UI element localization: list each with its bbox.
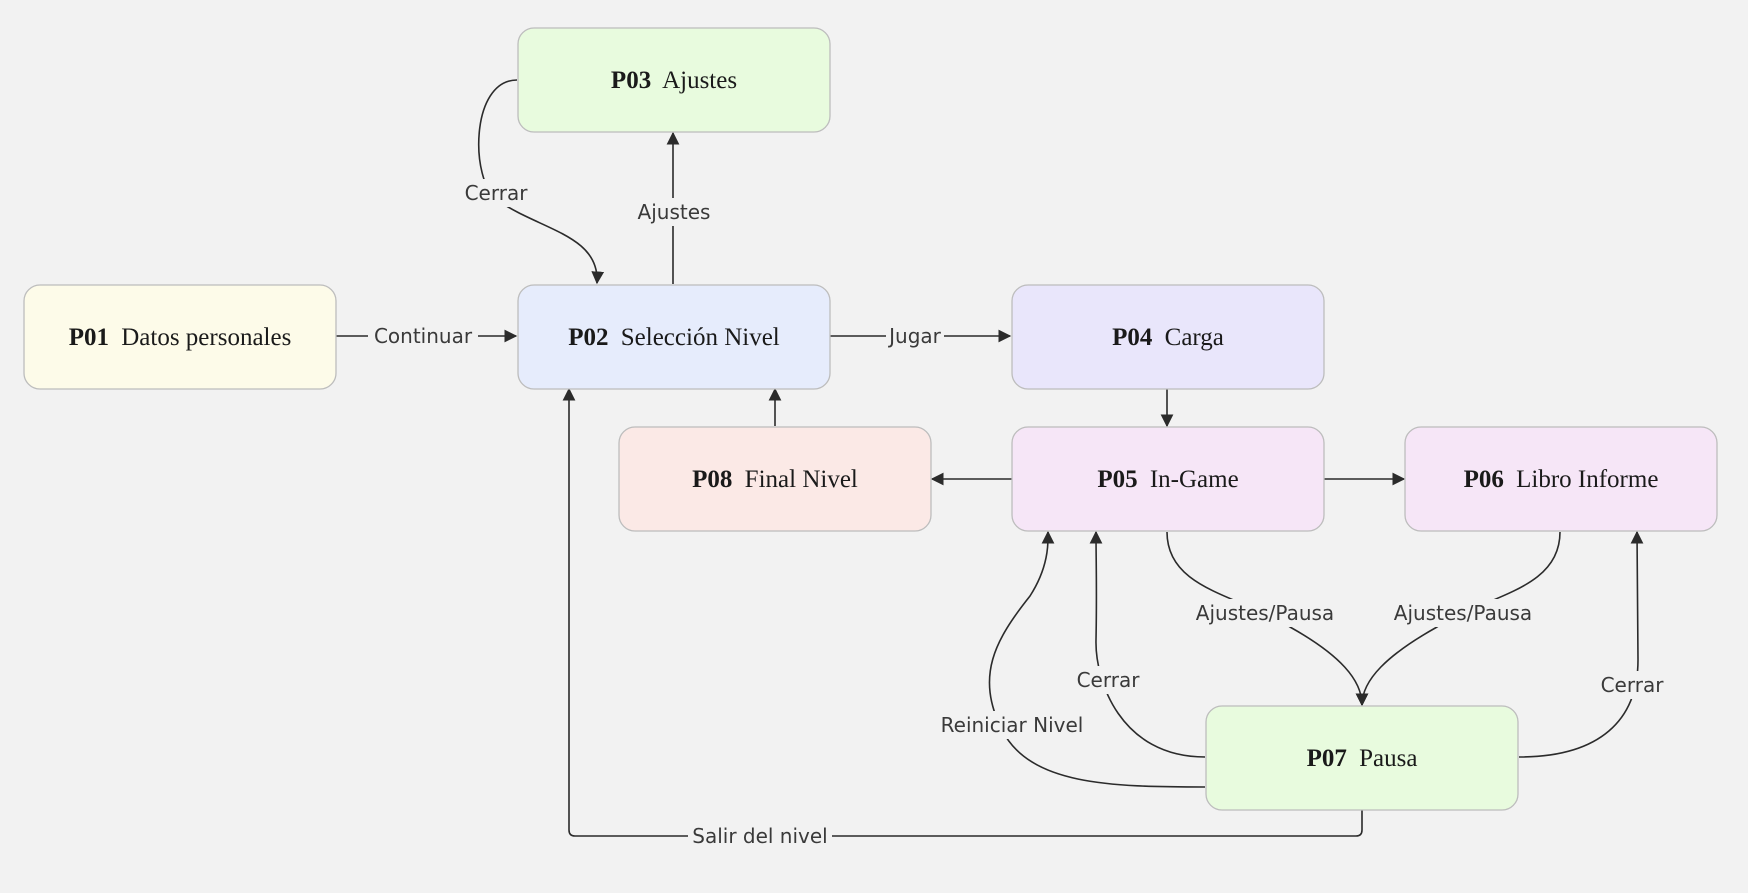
node-p03-title: P03 Ajustes <box>611 67 737 94</box>
node-p06-code: P06 <box>1464 466 1504 493</box>
node-p03-code: P03 <box>611 67 651 94</box>
node-p02-code: P02 <box>568 324 608 351</box>
node-p08-box <box>618 426 932 532</box>
node-p04-box <box>1011 284 1325 390</box>
node-p02[interactable]: P02 Selección Nivel <box>517 284 831 390</box>
node-p04-code: P04 <box>1112 324 1153 351</box>
node-p07-code: P07 <box>1307 745 1347 772</box>
edge-labels: Continuar Ajustes Cerrar Jugar Ajustes/P… <box>368 179 1668 850</box>
node-p01-box <box>23 284 337 390</box>
node-p02-box <box>517 284 831 390</box>
edge-label-reiniciar-nivel: Reiniciar Nivel <box>941 713 1084 737</box>
node-p04[interactable]: P04 Carga <box>1011 284 1325 390</box>
edge-label-ajustes: Ajustes <box>638 200 711 224</box>
node-p05-title: P05 In-Game <box>1097 466 1238 493</box>
node-p07-title: P07 Pausa <box>1307 745 1418 772</box>
node-p03[interactable]: P03 Ajustes <box>517 27 831 133</box>
node-p04-name: Carga <box>1165 324 1224 351</box>
node-p03-box <box>517 27 831 133</box>
node-p03-name: Ajustes <box>662 67 737 94</box>
node-p05-name: In-Game <box>1150 466 1239 493</box>
node-p05[interactable]: P05 In-Game <box>1011 426 1325 532</box>
node-p01-name: Datos personales <box>121 324 291 351</box>
node-p06[interactable]: P06 Libro Informe <box>1404 426 1718 532</box>
node-p04-title: P04 Carga <box>1112 324 1224 351</box>
node-p02-name: Selección Nivel <box>621 324 780 351</box>
node-p06-title: P06 Libro Informe <box>1464 466 1659 493</box>
edge-p07-p05-cerrar <box>1089 530 1206 758</box>
node-p07-box <box>1205 705 1519 811</box>
node-p01[interactable]: P01 Datos personales <box>23 284 337 390</box>
node-p07-name: Pausa <box>1359 745 1417 772</box>
edge-p07-p06-cerrar <box>1518 530 1644 758</box>
node-p05-code: P05 <box>1097 466 1137 493</box>
edge-label-ajustes-pausa-ingame: Ajustes/Pausa <box>1196 601 1334 625</box>
edge-label-ajustes-pausa-libro: Ajustes/Pausa <box>1394 601 1532 625</box>
edge-p07-p05-reiniciar <box>988 530 1206 788</box>
node-p01-title: P01 Datos personales <box>69 324 292 351</box>
node-p08-name: Final Nivel <box>745 466 858 493</box>
node-p05-box <box>1011 426 1325 532</box>
edge-p07-p02-salir <box>562 387 1363 837</box>
edge-label-jugar: Jugar <box>887 324 942 348</box>
node-p08[interactable]: P08 Final Nivel <box>618 426 932 532</box>
edge-label-cerrar-libro: Cerrar <box>1601 673 1665 697</box>
edge-label-cerrar-ajustes: Cerrar <box>465 181 529 205</box>
node-p08-title: P08 Final Nivel <box>692 466 858 493</box>
edge-label-continuar: Continuar <box>374 324 473 348</box>
edge-label-cerrar-ingame: Cerrar <box>1077 668 1141 692</box>
node-p06-name: Libro Informe <box>1516 466 1658 493</box>
node-p06-box <box>1404 426 1718 532</box>
node-p07[interactable]: P07 Pausa <box>1205 705 1519 811</box>
node-p01-code: P01 <box>69 324 109 351</box>
node-p02-title: P02 Selección Nivel <box>568 324 780 351</box>
edge-label-salir-nivel: Salir del nivel <box>692 824 828 848</box>
edges <box>336 79 1644 837</box>
node-p08-code: P08 <box>692 466 732 493</box>
